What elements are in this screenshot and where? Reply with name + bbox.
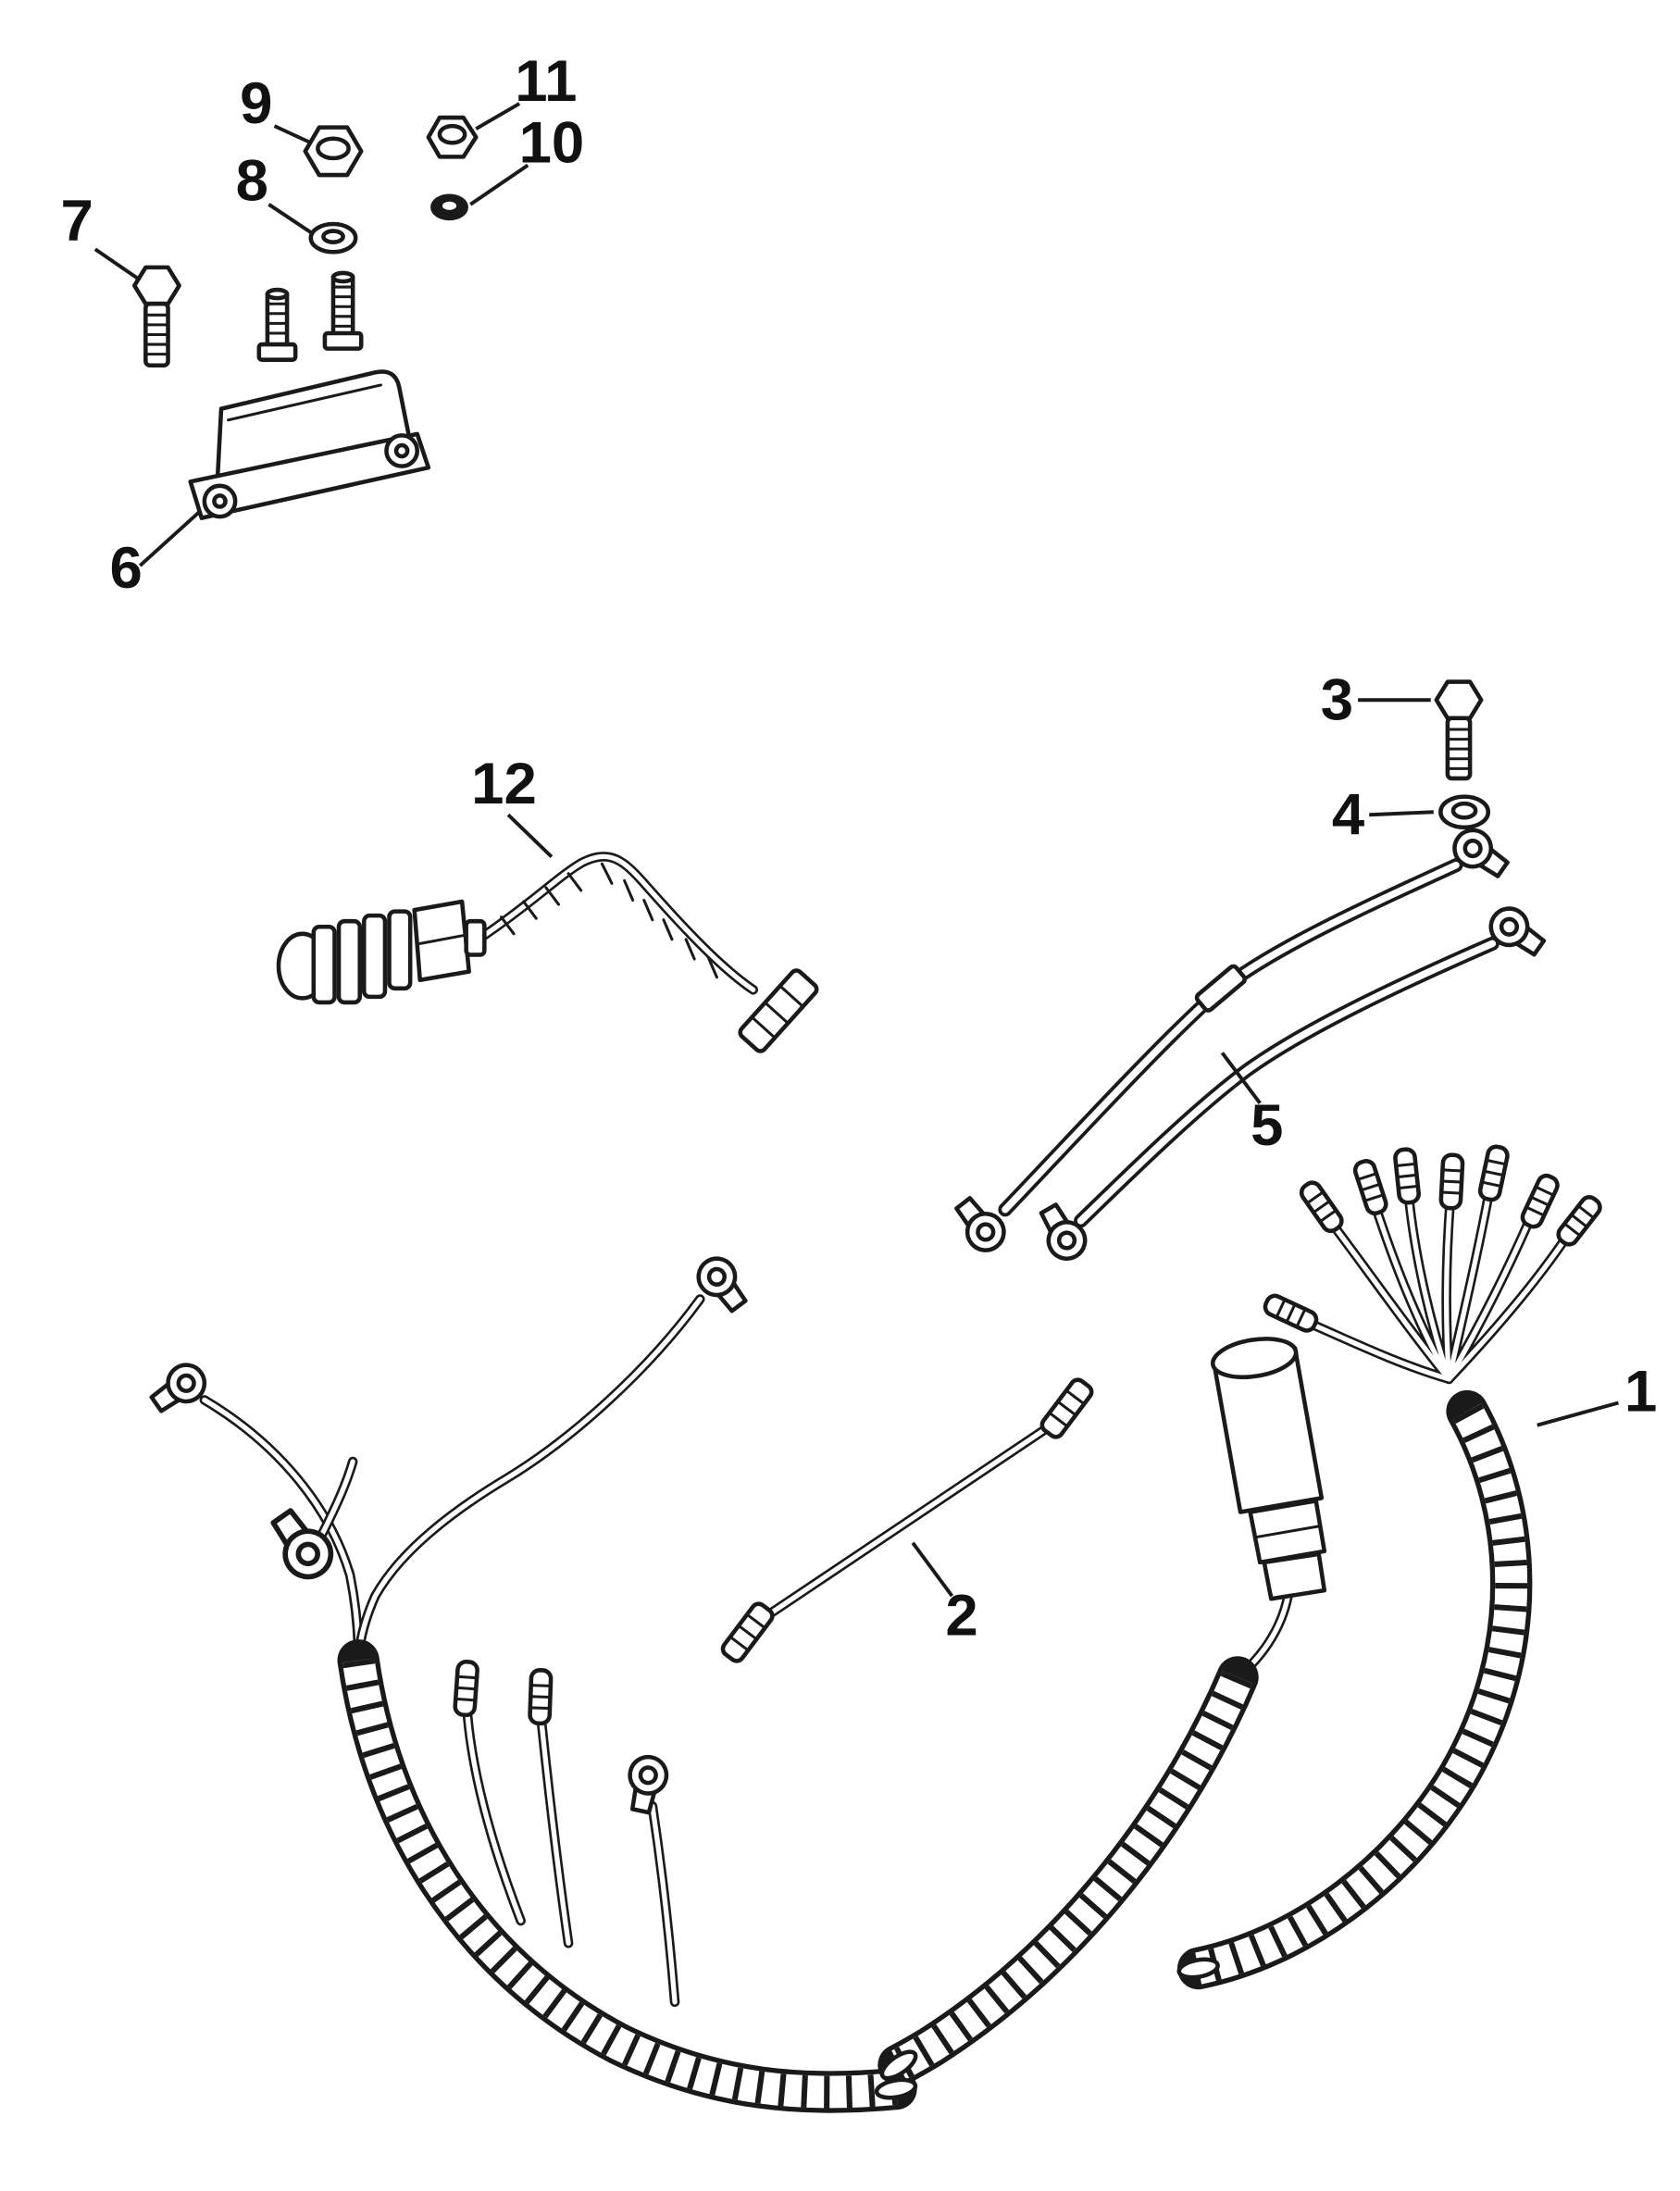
solenoid-illustration	[188, 270, 431, 520]
callout-3-label: 3	[1321, 666, 1353, 732]
callout-7: 7	[61, 188, 142, 282]
callout-8-label: 8	[236, 147, 268, 213]
callout-12: 12	[471, 751, 554, 859]
callout-7-label: 7	[61, 188, 93, 254]
callout-1: 1	[1537, 1359, 1657, 1427]
washer-4-illustration	[1438, 794, 1491, 830]
battery-cables-illustration	[949, 823, 1549, 1265]
callout-12-label: 12	[471, 751, 537, 816]
callout-6: 6	[109, 511, 201, 601]
callout-10: 10	[469, 109, 585, 206]
callout-2-label: 2	[945, 1583, 977, 1649]
callout-4-label: 4	[1332, 781, 1364, 847]
callout-11-label: 11	[515, 48, 577, 114]
callout-5: 5	[1220, 1052, 1283, 1158]
wiring-harness-illustration	[146, 1145, 1603, 2100]
callout-1-label: 1	[1624, 1359, 1657, 1425]
callout-2: 2	[911, 1541, 978, 1649]
sender-switch-illustration	[276, 852, 819, 1053]
bolt-3-illustration	[1434, 679, 1484, 781]
nut-11-illustration	[426, 115, 479, 159]
harness-loom-middle	[899, 1677, 1238, 2065]
callout-11: 11	[475, 48, 577, 131]
nut-9-illustration	[303, 125, 364, 178]
bolt-7-illustration	[131, 265, 181, 368]
washer-10-illustration	[430, 193, 468, 221]
wire-lead-illustration	[720, 1377, 1094, 1664]
callouts: 7 9 8 11 10 6 12 3	[61, 48, 1658, 1649]
callout-6-label: 6	[109, 535, 142, 601]
washer-8-illustration	[308, 221, 358, 255]
callout-8: 8	[236, 147, 312, 234]
callout-4: 4	[1332, 781, 1434, 847]
callout-10-label: 10	[519, 109, 585, 175]
callout-5-label: 5	[1251, 1092, 1283, 1158]
callout-3: 3	[1321, 666, 1431, 732]
harness-loom-left	[358, 1661, 896, 2092]
callout-9-label: 9	[240, 70, 272, 136]
round-connector	[1210, 1337, 1327, 1601]
callout-9: 9	[240, 70, 312, 145]
